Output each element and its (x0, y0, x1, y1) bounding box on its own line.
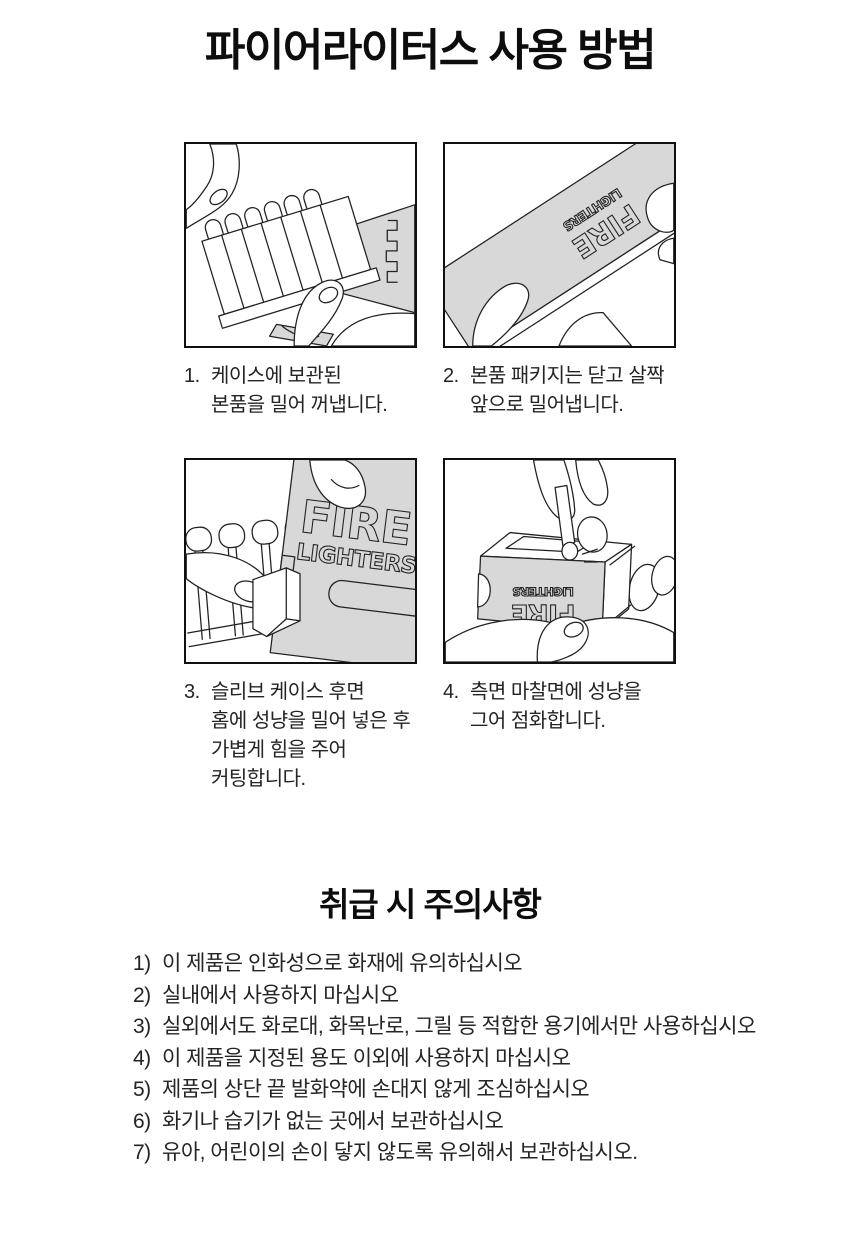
brand-lighters-text: LIGHTERS (513, 584, 574, 598)
step-figure-4: FIRE LIGHTERS 4. (443, 457, 676, 832)
precaution-item: 1) 이 제품은 인화성으로 화재에 유의하십시오 (133, 948, 860, 980)
step-illustration-4: FIRE LIGHTERS (443, 457, 676, 664)
step-number: 1. (184, 364, 200, 387)
precaution-text: 제품의 상단 끝 발화약에 손대지 않게 조심하십시오 (162, 1078, 590, 1102)
step-illustration-1 (184, 141, 417, 348)
step-caption-4: 4. 측면 마찰면에 성냥을 그어 점화합니다. (443, 678, 676, 736)
instruction-sheet: 파이어라이터스 사용 방법 (0, 26, 860, 1240)
step-text: 측면 마찰면에 성냥을 그어 점화합니다. (470, 680, 642, 732)
step-figure-1: 1. 케이스에 보관된 본품을 밀어 꺼냅니다. (184, 141, 417, 458)
step-illustration-3: FIRE LIGHTERS (184, 457, 417, 664)
precaution-item: 5) 제품의 상단 끝 발화약에 손대지 않게 조심하십시오 (133, 1074, 860, 1106)
precaution-text: 유아, 어린이의 손이 닿지 않도록 유의해서 보관하십시오. (162, 1141, 638, 1165)
step-text: 본품 패키지는 닫고 살짝 앞으로 밀어냅니다. (470, 364, 665, 416)
step-text: 케이스에 보관된 본품을 밀어 꺼냅니다. (211, 364, 388, 416)
page-title: 파이어라이터스 사용 방법 (204, 26, 657, 75)
precaution-item: 2) 실내에서 사용하지 마십시오 (133, 980, 860, 1012)
precaution-item: 4) 이 제품을 지정된 용도 이외에 사용하지 마십시오 (133, 1043, 860, 1075)
step-illustration-2: FIRE LIGHTERS FIRE LIGHTERS (443, 141, 676, 348)
precaution-text: 실내에서 사용하지 마십시오 (162, 983, 399, 1007)
precaution-item: 6) 화기나 습기가 없는 곳에서 보관하십시오 (133, 1106, 860, 1138)
step-number: 2. (443, 364, 459, 387)
instruction-figures: 1. 케이스에 보관된 본품을 밀어 꺼냅니다. FIRE LIGHTERS (184, 141, 676, 832)
precaution-text: 이 제품은 인화성으로 화재에 유의하십시오 (162, 952, 523, 976)
step-caption-2: 2. 본품 패키지는 닫고 살짝 앞으로 밀어냅니다. (443, 362, 676, 420)
precaution-number: 6) (133, 1109, 151, 1133)
precaution-text: 이 제품을 지정된 용도 이외에 사용하지 마십시오 (162, 1046, 571, 1070)
precaution-number: 1) (133, 952, 151, 976)
cut-stick-illustration: FIRE LIGHTERS (186, 459, 415, 662)
step-figure-3: FIRE LIGHTERS 3. 슬리브 케이스 후면 홈에 성냥을 밀어 넣은… (184, 457, 417, 832)
precaution-item: 7) 유아, 어린이의 손이 닿지 않도록 유의해서 보관하십시오. (133, 1137, 860, 1169)
precaution-number: 7) (133, 1141, 151, 1165)
precautions-title: 취급 시 주의사항 (319, 885, 542, 923)
precautions-list: 1) 이 제품은 인화성으로 화재에 유의하십시오 2) 실내에서 사용하지 마십시… (133, 948, 860, 1169)
precaution-text: 실외에서도 화로대, 화목난로, 그릴 등 적합한 용기에서만 사용하십시오 (162, 1015, 756, 1039)
precaution-number: 4) (133, 1046, 151, 1070)
step-number: 4. (443, 680, 459, 703)
step-figure-2: FIRE LIGHTERS FIRE LIGHTERS (443, 141, 676, 458)
step-caption-3: 3. 슬리브 케이스 후면 홈에 성냥을 밀어 넣은 후 가볍게 힘을 주어 커… (184, 678, 417, 794)
precaution-number: 3) (133, 1015, 151, 1039)
precaution-text: 화기나 습기가 없는 곳에서 보관하십시오 (162, 1109, 504, 1133)
precaution-number: 5) (133, 1078, 151, 1102)
step-caption-1: 1. 케이스에 보관된 본품을 밀어 꺼냅니다. (184, 362, 417, 420)
step-number: 3. (184, 680, 200, 703)
slide-tray-out-illustration (186, 143, 415, 346)
close-package-illustration: FIRE LIGHTERS FIRE LIGHTERS (445, 143, 674, 346)
precaution-number: 2) (133, 983, 151, 1007)
precaution-item: 3) 실외에서도 화로대, 화목난로, 그릴 등 적합한 용기에서만 사용하십시오 (133, 1011, 860, 1043)
strike-match-illustration: FIRE LIGHTERS (445, 459, 674, 662)
step-text: 슬리브 케이스 후면 홈에 성냥을 밀어 넣은 후 가볍게 힘을 주어 커팅합니… (211, 680, 411, 790)
